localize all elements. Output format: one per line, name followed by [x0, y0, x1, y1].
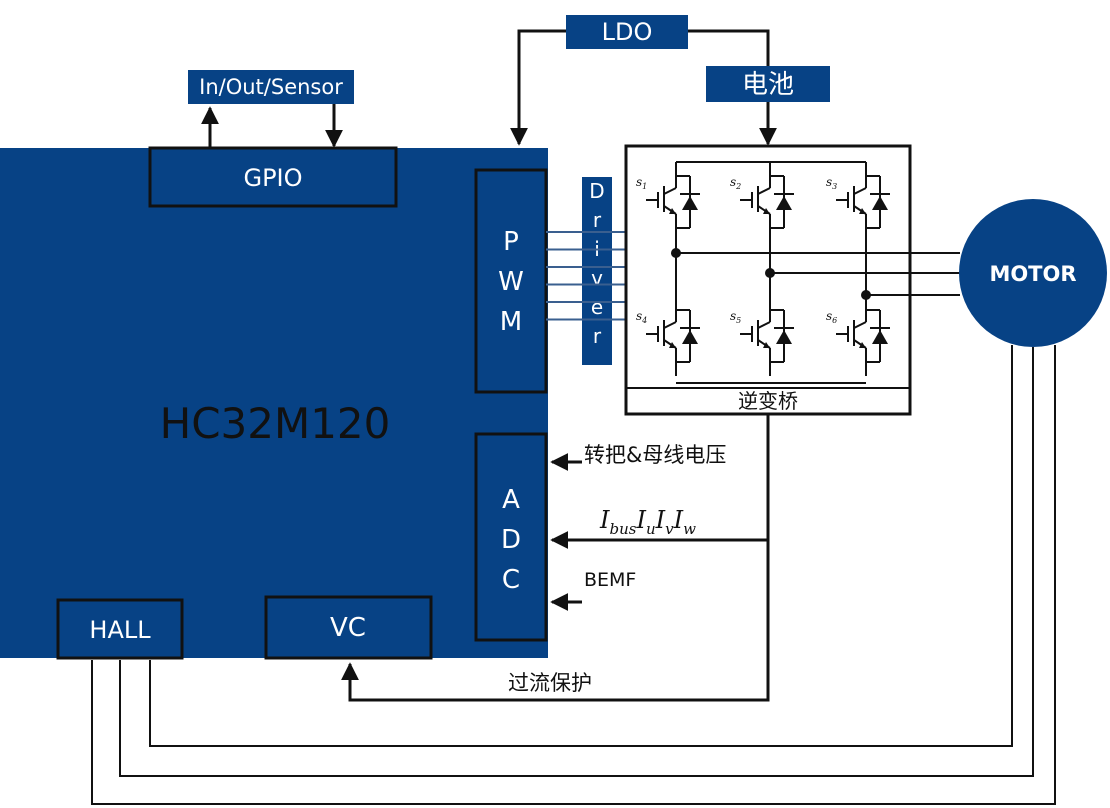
igbt-switch: s2: [730, 162, 794, 242]
igbt-switch: s6: [826, 296, 890, 376]
igbt-switch: s3: [826, 162, 890, 242]
adc-letter-a: A: [502, 485, 520, 515]
overcurrent-arrow: [341, 540, 770, 702]
adc-currents-label: IbusIuIvIw: [599, 506, 696, 538]
ldo-block: [566, 15, 688, 49]
gpio-block: [148, 146, 398, 208]
ldo-to-battery-line: [688, 29, 770, 66]
driver-letter: D: [589, 179, 604, 203]
igbt-switch: s5: [730, 296, 794, 376]
adc-throttle-bus-label: 转把&母线电压: [584, 443, 726, 467]
phase-v-node: [765, 268, 775, 278]
motor-label: MOTOR: [989, 262, 1076, 286]
adc-bemf-label: BEMF: [584, 569, 636, 591]
hall-wire-3: [91, 345, 1056, 805]
switch-label: s1: [636, 175, 647, 191]
driver-letter: v: [591, 266, 603, 290]
battery-label: 电池: [742, 70, 794, 100]
adc-block: [474, 432, 548, 642]
hall-label: HALL: [89, 616, 151, 644]
switch-label: s4: [636, 309, 647, 325]
igbt-switches: s1 s4 s2 s5 s3 s6: [636, 162, 890, 376]
gpio-label: GPIO: [243, 164, 302, 192]
igbt-switch: s4: [636, 296, 700, 376]
phase-w-node: [861, 290, 871, 300]
io-sensor-block: [188, 70, 354, 104]
adc-letter-c: C: [502, 565, 520, 595]
driver-letter: e: [591, 295, 603, 319]
switch-label: s2: [730, 175, 741, 191]
vc-block: [264, 595, 433, 660]
motor: [959, 199, 1107, 347]
adc-letter-d: D: [501, 525, 521, 555]
overcurrent-label: 过流保护: [508, 671, 592, 695]
pwm-letter-p: P: [503, 227, 519, 257]
hall-wire-2: [119, 347, 1034, 777]
hall-block: [56, 598, 184, 660]
driver-letter: r: [593, 324, 602, 348]
inverter-bridge-block: [624, 144, 912, 416]
phase-u-node: [671, 248, 681, 258]
pwm-block: [474, 168, 548, 394]
switch-label: s6: [826, 309, 837, 325]
vc-label: VC: [330, 613, 366, 643]
ldo-to-pwm-arrow: [510, 29, 566, 146]
hall-wire-1: [149, 345, 1013, 747]
pwm-letter-w: W: [498, 267, 524, 297]
driver-block: [582, 177, 612, 365]
switch-label: s5: [730, 309, 741, 325]
pwm-letter-m: M: [500, 307, 522, 337]
mcu-block: [0, 148, 548, 658]
inverter-label: 逆变桥: [738, 389, 798, 413]
ldo-label: LDO: [602, 18, 653, 46]
switch-label: s3: [826, 175, 837, 191]
mcu-name: HC32M120: [160, 399, 391, 448]
io-sensor-label: In/Out/Sensor: [199, 75, 343, 99]
driver-letter: r: [593, 208, 602, 232]
battery-block: [706, 66, 830, 102]
igbt-switch: s1: [636, 162, 700, 242]
